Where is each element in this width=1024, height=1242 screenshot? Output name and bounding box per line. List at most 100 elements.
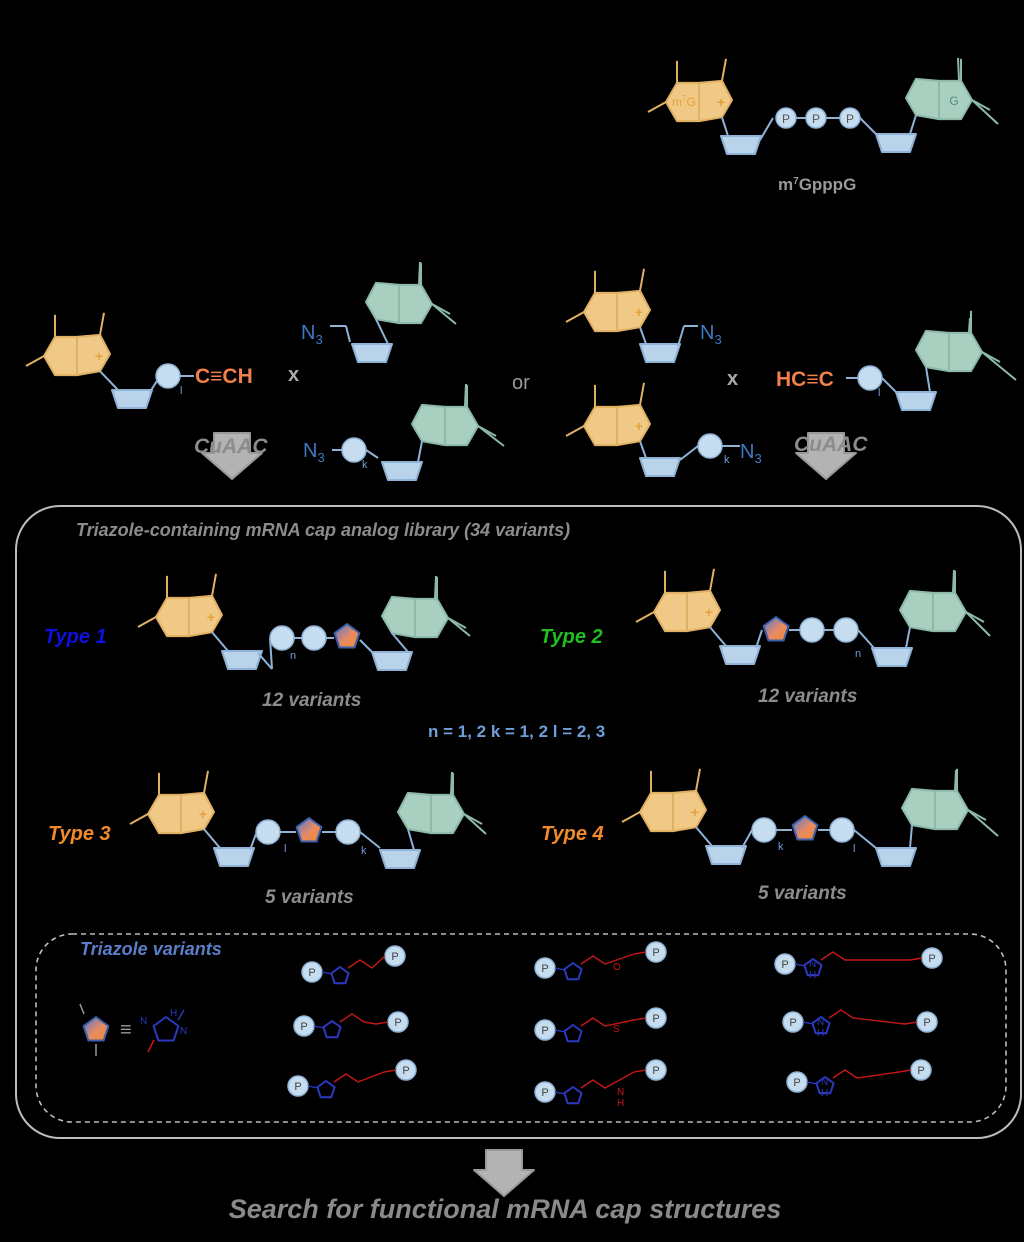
methyl-bond <box>695 768 701 792</box>
sulfur-atom: S <box>613 1024 620 1035</box>
ribose-sugar <box>379 849 421 869</box>
bond-line <box>794 963 806 967</box>
arrow-shape <box>201 432 263 480</box>
triazole-ring-icon <box>563 1086 583 1105</box>
five-ring <box>686 589 721 633</box>
methyl-bond <box>565 311 585 323</box>
linker-chain <box>580 1017 647 1027</box>
alkyne-label: C≡CH <box>195 365 253 388</box>
linker-circle <box>255 819 281 845</box>
bond-line <box>802 1021 814 1025</box>
arrow-shape <box>795 432 857 480</box>
bond-line <box>463 813 487 835</box>
n-atom: N <box>140 1016 147 1027</box>
five-ring <box>397 791 432 835</box>
linker-k-label: k <box>724 454 730 466</box>
l-label: l <box>853 843 855 855</box>
linker-circle <box>335 819 361 845</box>
phosphate-label: P <box>923 1017 930 1029</box>
phosphate-label: P <box>782 112 790 126</box>
bond-line <box>375 318 389 345</box>
bond-line <box>759 117 774 141</box>
bond-line <box>391 632 409 653</box>
ribose-sugar <box>371 651 413 671</box>
linker-chain <box>832 1069 912 1079</box>
down-arrow-icon <box>795 432 857 480</box>
five-ring <box>616 403 651 447</box>
guanine-base-icon <box>365 262 451 325</box>
linker-circle <box>155 363 181 389</box>
triazole-legend: ≡NHN <box>79 1003 187 1056</box>
oxygen-atom: O <box>613 962 621 973</box>
bond-line <box>968 317 971 333</box>
five-ring <box>672 789 707 833</box>
plus-charge: + <box>199 806 207 822</box>
k-label: k <box>778 841 784 853</box>
ribose-sugar <box>639 343 681 363</box>
plus-charge: + <box>635 304 643 320</box>
n-atom: N <box>617 1087 624 1098</box>
bond-line <box>954 769 957 791</box>
k-label: k <box>361 845 367 857</box>
phosphate-label: P <box>781 959 788 971</box>
five-ring <box>698 79 733 123</box>
l-label: l <box>284 843 286 855</box>
ribose-sugar <box>895 391 937 411</box>
phosphate-label: P <box>928 953 935 965</box>
methyl-bond <box>129 813 149 825</box>
h-atom: H <box>821 1088 828 1099</box>
methyl-bond <box>565 425 585 437</box>
library-frame <box>15 505 1022 1139</box>
bond-line <box>313 1025 325 1029</box>
linker-chain <box>339 1013 389 1025</box>
bond-line <box>147 1039 155 1053</box>
equivalence-sign: ≡ <box>120 1019 132 1041</box>
ribose-sugar <box>639 457 681 477</box>
type3-label: Type 3 <box>48 823 111 845</box>
bond-line <box>249 833 257 851</box>
h-atom: H <box>170 1008 177 1019</box>
footer-caption: Search for functional mRNA cap structure… <box>229 1194 782 1224</box>
bond-line <box>269 637 273 670</box>
ribose-sugar <box>875 133 917 153</box>
type2-label: Type 2 <box>540 626 603 648</box>
five-ring <box>616 289 651 333</box>
linker-circle <box>799 617 825 643</box>
phosphate-label: P <box>812 112 820 126</box>
bond-line <box>79 1003 85 1015</box>
linker-chain <box>333 1069 397 1083</box>
triazole-ring-icon <box>316 1080 336 1099</box>
guanine-base-icon <box>397 772 483 835</box>
bond-line <box>741 829 753 849</box>
triazole-variant-c4: PP <box>287 1059 417 1099</box>
bond-line <box>971 99 999 125</box>
bond-line <box>450 771 453 795</box>
methyl-bond <box>721 58 727 82</box>
bond-line <box>952 569 955 593</box>
ribose-sugar <box>213 847 255 867</box>
linker-circle <box>833 617 859 643</box>
bond-line <box>967 809 999 837</box>
times-sign: x <box>727 368 738 390</box>
n-atom: N <box>809 959 816 970</box>
ribose-sugar <box>719 645 761 665</box>
type1-label: Type 1 <box>44 626 107 648</box>
bond-line <box>554 967 566 971</box>
azide-label: N3 <box>303 440 325 465</box>
cap-analog-type3: + l k <box>129 770 487 869</box>
bond-line <box>464 383 467 407</box>
guanine-base-icon <box>915 310 1001 373</box>
library-box: Triazole-containing mRNA cap analog libr… <box>15 505 1022 1139</box>
plus-charge: + <box>691 804 699 820</box>
bond-line <box>853 829 877 849</box>
m7g-base-icon: + <box>25 312 111 377</box>
type2-count: 12 variants <box>758 686 857 707</box>
triazole-icon <box>295 817 323 843</box>
